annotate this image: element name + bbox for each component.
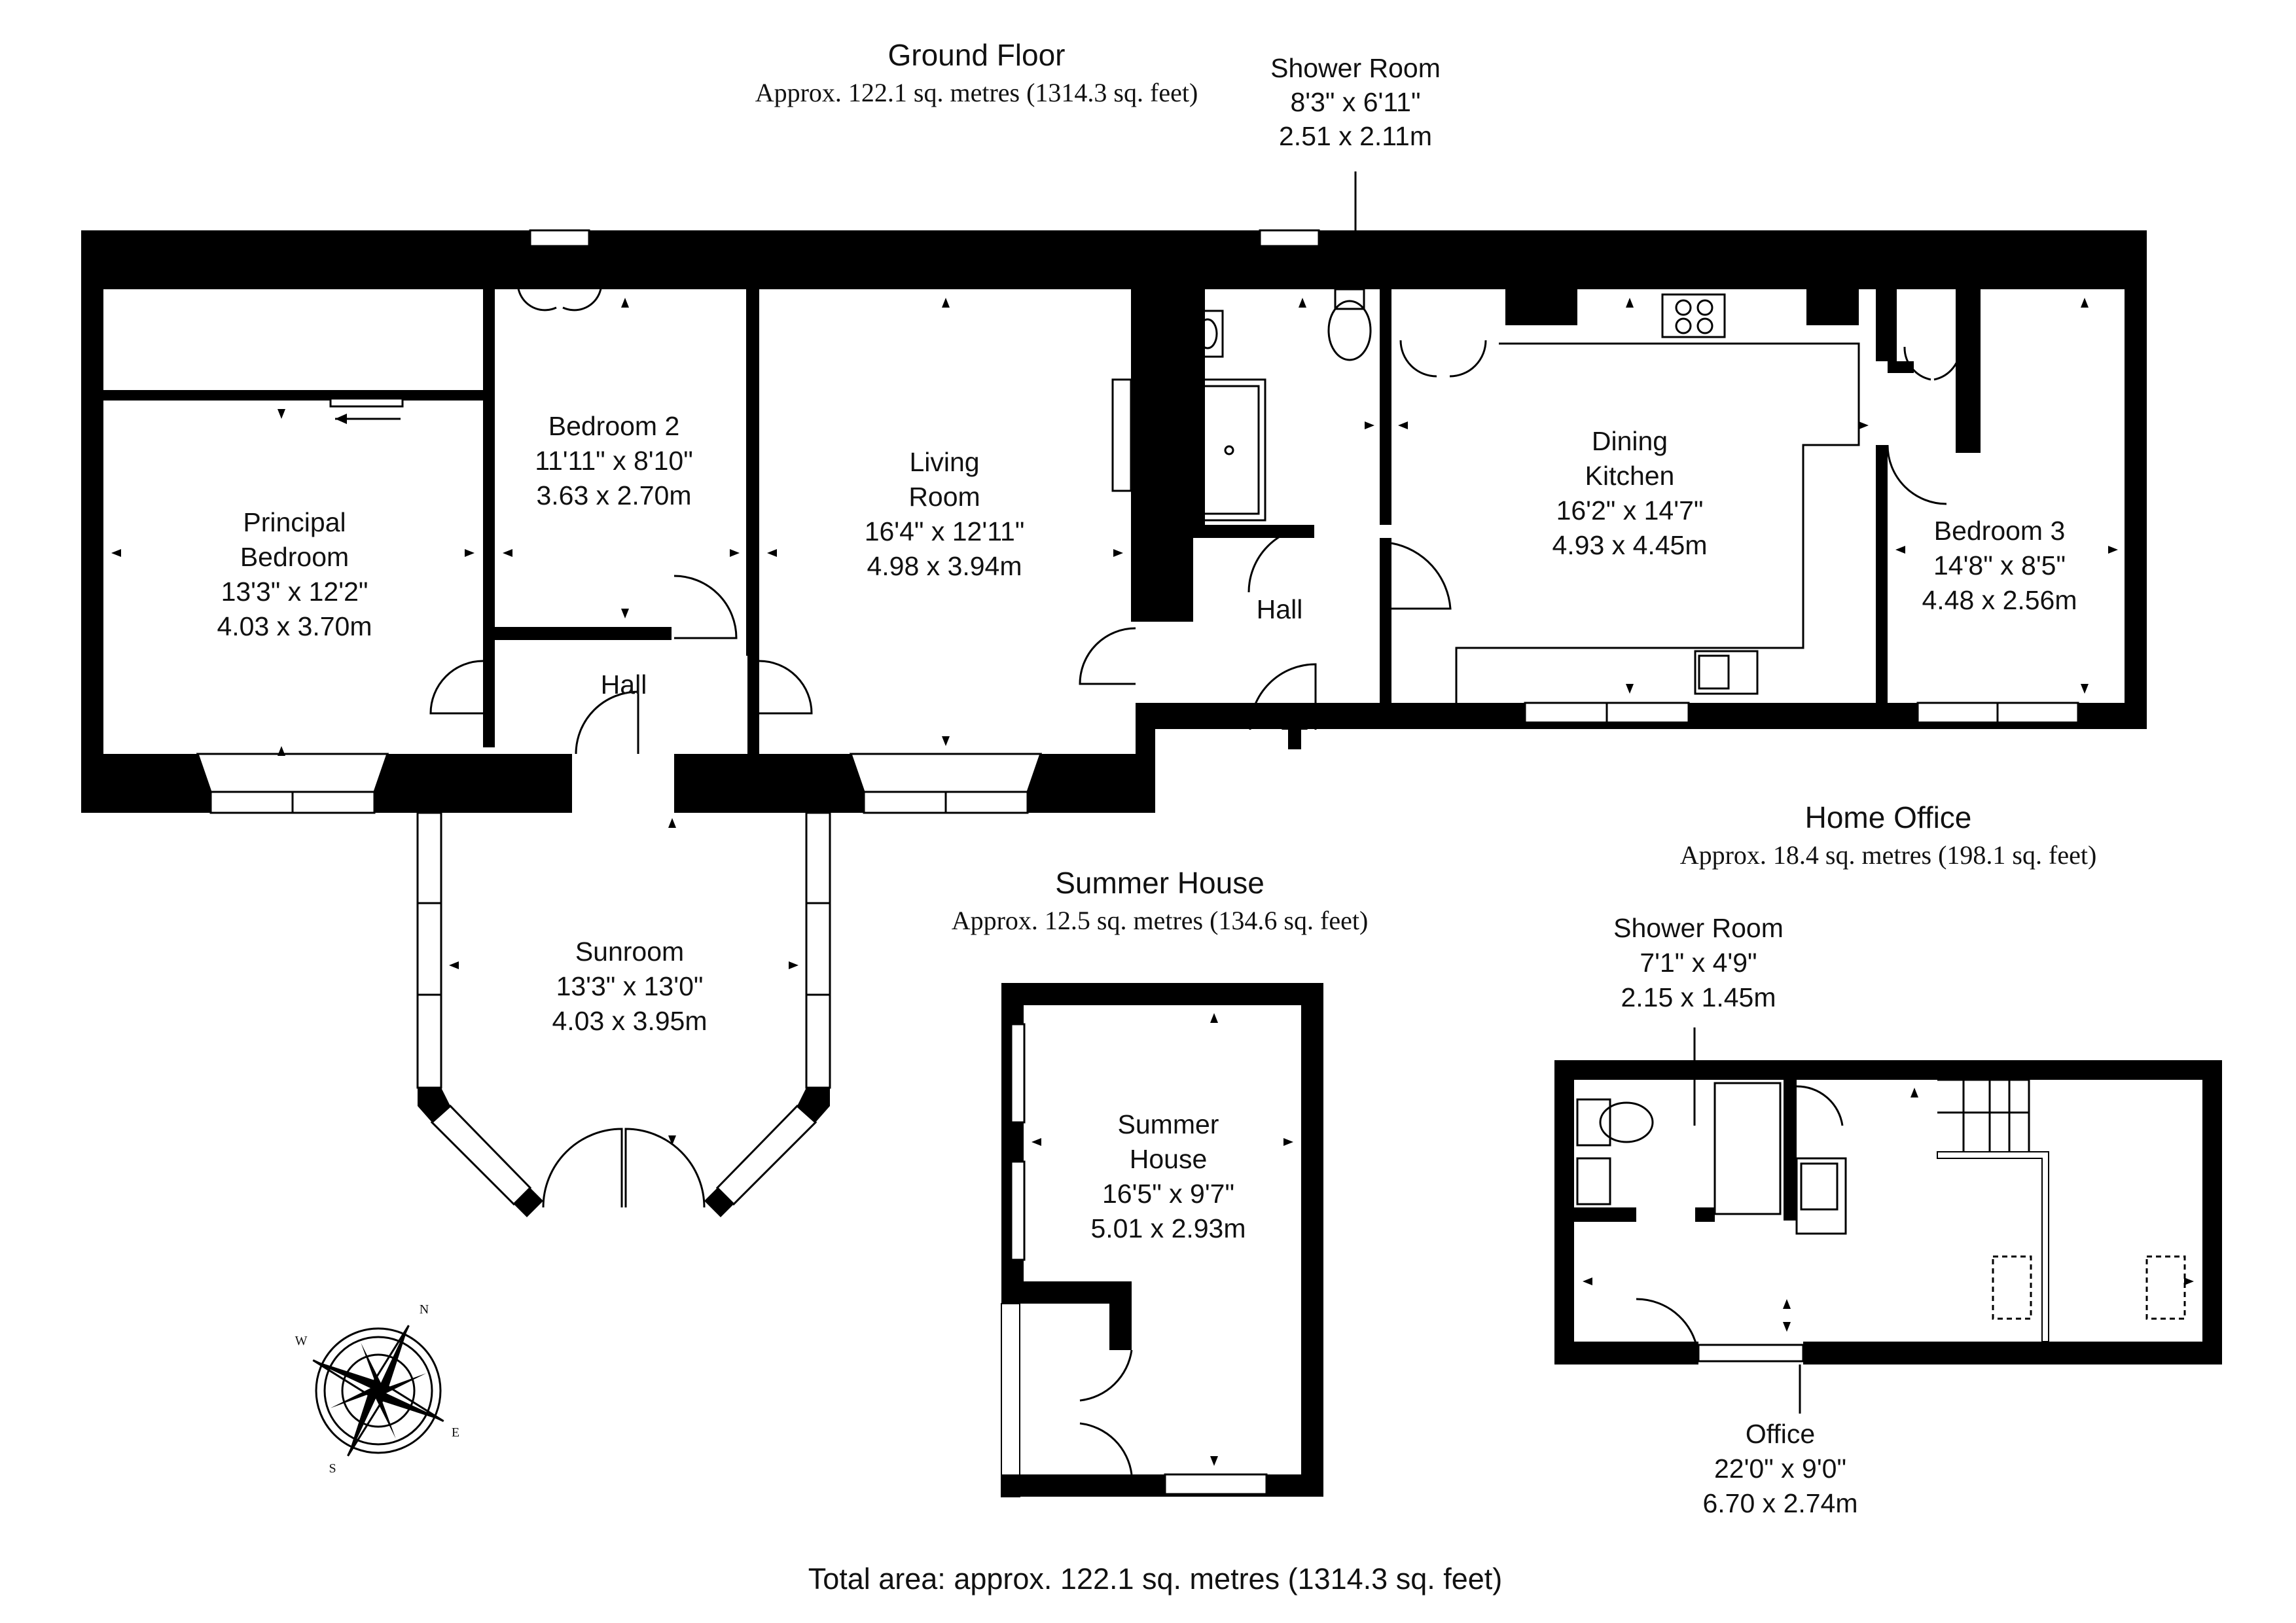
shower-room-main-name: Shower Room — [1270, 53, 1441, 83]
office-shower-room-imperial: 7'1" x 4'9" — [1640, 948, 1757, 978]
principal-bedroom-imperial: 13'3" x 12'2" — [221, 577, 368, 607]
ground-floor-area: Approx. 122.1 sq. metres (1314.3 sq. fee… — [755, 78, 1198, 107]
bedroom-3-label: Bedroom 3 14'8" x 8'5" 4.48 x 2.56m — [1922, 516, 2077, 615]
compass-e: E — [452, 1425, 459, 1440]
office-shower-room-name: Shower Room — [1613, 913, 1784, 943]
office-label: Office 22'0" x 9'0" 6.70 x 2.74m — [1702, 1419, 1857, 1518]
principal-bedroom-metric: 4.03 x 3.70m — [217, 611, 372, 641]
home-office-walls — [1554, 1060, 2222, 1364]
home-office-area: Approx. 18.4 sq. metres (198.1 sq. feet) — [1680, 840, 2097, 870]
living-room-metric: 4.98 x 3.94m — [867, 551, 1022, 581]
compass-s: S — [329, 1461, 336, 1476]
shower-room-main-imperial: 8'3" x 6'11" — [1290, 87, 1420, 117]
bedroom-2-name: Bedroom 2 — [548, 411, 680, 441]
summer-house-name-2: House — [1130, 1144, 1208, 1174]
sunroom-imperial: 13'3" x 13'0" — [556, 971, 704, 1001]
summer-house-metric: 5.01 x 2.93m — [1090, 1213, 1246, 1243]
sunroom-walls — [416, 812, 831, 1217]
dining-kitchen-imperial: 16'2" x 14'7" — [1556, 495, 1704, 526]
hall-east-label: Hall — [1257, 594, 1303, 624]
dining-kitchen-name-2: Kitchen — [1585, 461, 1675, 491]
bedroom-3-name: Bedroom 3 — [1934, 516, 2066, 546]
bedroom-2-label: Bedroom 2 11'11" x 8'10" 3.63 x 2.70m — [535, 411, 693, 510]
dimension-ticks — [111, 298, 2194, 1466]
shower-room-main-metric: 2.51 x 2.11m — [1279, 121, 1432, 151]
home-office-title: Home Office — [1805, 800, 1972, 834]
bedroom-3-imperial: 14'8" x 8'5" — [1933, 550, 2066, 580]
entrance-arrow — [1282, 713, 1308, 749]
hall-west-label: Hall — [601, 669, 647, 700]
compass-rose-icon: N E S W — [295, 1302, 460, 1476]
summer-house-walls — [1001, 983, 1323, 1497]
sunroom-label: Sunroom 13'3" x 13'0" 4.03 x 3.95m — [552, 936, 707, 1036]
total-area: Total area: approx. 122.1 sq. metres (13… — [808, 1562, 1503, 1596]
summer-house-title: Summer House — [1055, 866, 1265, 900]
bedroom-3-metric: 4.48 x 2.56m — [1922, 585, 2077, 615]
top-wall-vents — [529, 229, 1320, 247]
principal-wardrobe — [329, 397, 404, 424]
office-imperial: 22'0" x 9'0" — [1714, 1454, 1846, 1484]
office-shower-room-metric: 2.15 x 1.45m — [1621, 982, 1776, 1012]
kitchen-fittings — [1455, 289, 1860, 703]
principal-bedroom-name-2: Bedroom — [240, 542, 349, 572]
office-shower-room-label: Shower Room 7'1" x 4'9" 2.15 x 1.45m — [1613, 913, 1784, 1012]
living-room-name-1: Living — [909, 447, 979, 477]
dining-kitchen-label: Dining Kitchen 16'2" x 14'7" 4.93 x 4.45… — [1552, 426, 1707, 560]
principal-bedroom-label: Principal Bedroom 13'3" x 12'2" 4.03 x 3… — [217, 507, 372, 641]
living-room-imperial: 16'4" x 12'11" — [865, 516, 1025, 546]
ground-floor-title: Ground Floor — [888, 38, 1065, 72]
compass-n: N — [420, 1302, 429, 1317]
bedroom-2-imperial: 11'11" x 8'10" — [535, 446, 693, 476]
sunroom-name: Sunroom — [575, 936, 684, 967]
sunroom-metric: 4.03 x 3.95m — [552, 1006, 707, 1036]
dining-kitchen-name-1: Dining — [1592, 426, 1668, 456]
living-room-label: Living Room 16'4" x 12'11" 4.98 x 3.94m — [865, 447, 1025, 581]
south-windows — [196, 378, 2079, 814]
office-metric: 6.70 x 2.74m — [1702, 1488, 1857, 1518]
summer-house-area: Approx. 12.5 sq. metres (134.6 sq. feet) — [952, 906, 1369, 935]
summer-house-name-1: Summer — [1118, 1109, 1219, 1139]
dining-kitchen-metric: 4.93 x 4.45m — [1552, 530, 1707, 560]
office-name: Office — [1746, 1419, 1815, 1449]
summer-house-label: Summer House 16'5" x 9'7" 5.01 x 2.93m — [1090, 1109, 1246, 1243]
principal-bedroom-name-1: Principal — [243, 507, 346, 537]
compass-w: W — [295, 1334, 308, 1348]
shower-room-fittings — [1192, 288, 1372, 522]
main-house-doors — [429, 257, 1962, 755]
bedroom-2-metric: 3.63 x 2.70m — [536, 480, 691, 510]
summer-house-imperial: 16'5" x 9'7" — [1102, 1179, 1234, 1209]
living-room-name-2: Room — [908, 482, 980, 512]
